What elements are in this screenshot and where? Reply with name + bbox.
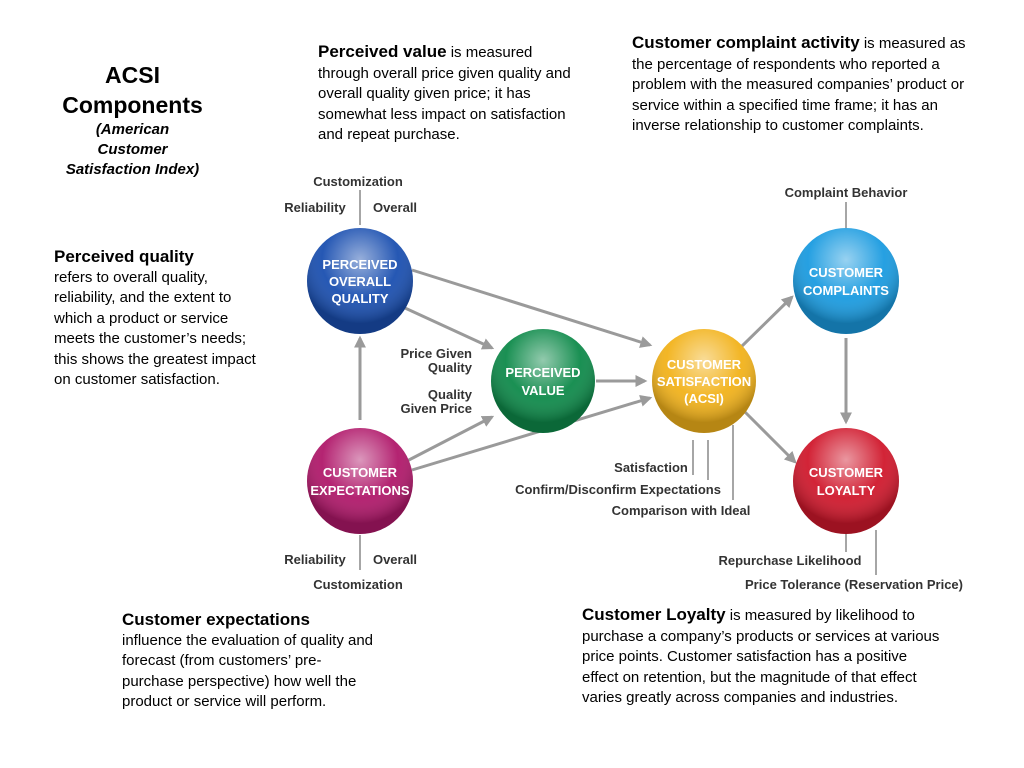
label-confirm-disconfirm: Confirm/Disconfirm Expectations [515,482,721,497]
complaint-activity-description: Customer complaint activity is measured … [632,33,977,137]
subtitle-line-3: Satisfaction Index) [65,161,200,178]
customer-expectations-description: Customer expectations influence the evalu… [122,610,382,713]
arrow-quality-to-value [404,306,495,350]
arrow-satisfaction-to-loyalty [743,410,797,464]
label-customization-top: Customization [313,174,403,189]
arrow-expectations-to-value [404,415,495,464]
label-comparison-with-ideal: Comparison with Ideal [612,503,751,518]
title-line-2: Components [62,92,203,118]
customer-expectations-lead: Customer expectations [122,610,310,629]
node-customer-satisfaction: CUSTOMER SATISFACTION (ACSI) [652,329,756,433]
label-customization-bottom: Customization [313,577,403,592]
perceived-value-line-1: PERCEIVED [505,365,580,380]
customer-expectations-line-2: EXPECTATIONS [310,483,410,498]
arrow-quality-to-satisfaction [411,268,653,348]
perceived-value-lead: Perceived value [318,42,447,61]
diagram-labels: Customization Reliability Overall Compla… [284,174,963,592]
subtitle-line-1: (American [95,121,170,138]
arrows [354,268,852,472]
label-reliability-top: Reliability [284,200,346,215]
customer-loyalty-line-1: CUSTOMER [809,465,884,480]
perceived-value-body: is measured through overall price given … [318,44,571,143]
label-overall-bottom: Overall [373,552,417,567]
label-repurchase-likelihood: Repurchase Likelihood [718,553,861,568]
customer-loyalty-body: is measured by likelihood to purchase a … [582,607,940,706]
page-title: ACSI Components (American Customer Satis… [40,60,225,180]
node-customer-complaints: CUSTOMER COMPLAINTS [793,228,899,334]
arrow-satisfaction-to-complaints [738,295,794,350]
arrow-expectations-to-satisfaction [411,395,653,472]
perceived-value-description: Perceived value is measured through over… [318,42,580,146]
node-customer-expectations: CUSTOMER EXPECTATIONS [307,428,413,534]
label-price-tolerance: Price Tolerance (Reservation Price) [745,577,963,592]
perceived-quality-line-2: OVERALL [329,274,391,289]
complaint-activity-body: is measured as the percentage of respond… [632,35,966,134]
label-satisfaction: Satisfaction [614,460,688,475]
customer-expectations-line-1: CUSTOMER [323,465,398,480]
node-perceived-quality: PERCEIVED OVERALL QUALITY [307,228,413,334]
node-perceived-value: PERCEIVED VALUE [491,329,595,433]
customer-expectations-body: influence the evaluation of quality and … [122,631,374,711]
label-reliability-bottom: Reliability [284,552,346,567]
customer-satisfaction-line-3: (ACSI) [684,391,724,406]
label-complaint-behavior: Complaint Behavior [785,185,908,200]
complaint-activity-lead: Customer complaint activity [632,33,860,52]
node-customer-loyalty: CUSTOMER LOYALTY [793,428,899,534]
perceived-quality-body: refers to overall quality, reliability, … [54,268,256,389]
label-quality-given-price-1: Quality [428,387,473,402]
perceived-quality-lead: Perceived quality [54,247,194,266]
label-price-given-quality-1: Price Given [400,346,472,361]
title-line-1: ACSI [105,62,160,88]
customer-loyalty-line-2: LOYALTY [817,483,876,498]
customer-satisfaction-line-2: SATISFACTION [657,374,751,389]
subtitle-line-2: Customer [97,141,168,158]
customer-loyalty-lead: Customer Loyalty [582,605,726,624]
perceived-quality-line-3: QUALITY [331,291,388,306]
customer-loyalty-description: Customer Loyalty is measured by likeliho… [582,605,947,709]
perceived-quality-line-1: PERCEIVED [322,257,397,272]
label-quality-given-price-2: Given Price [400,401,472,416]
customer-satisfaction-line-1: CUSTOMER [667,357,742,372]
label-price-given-quality-2: Quality [428,360,473,375]
perceived-value-line-2: VALUE [521,383,564,398]
customer-complaints-line-1: CUSTOMER [809,265,884,280]
perceived-quality-description: Perceived quality refers to overall quali… [54,247,259,391]
customer-complaints-line-2: COMPLAINTS [803,283,889,298]
label-overall-top: Overall [373,200,417,215]
